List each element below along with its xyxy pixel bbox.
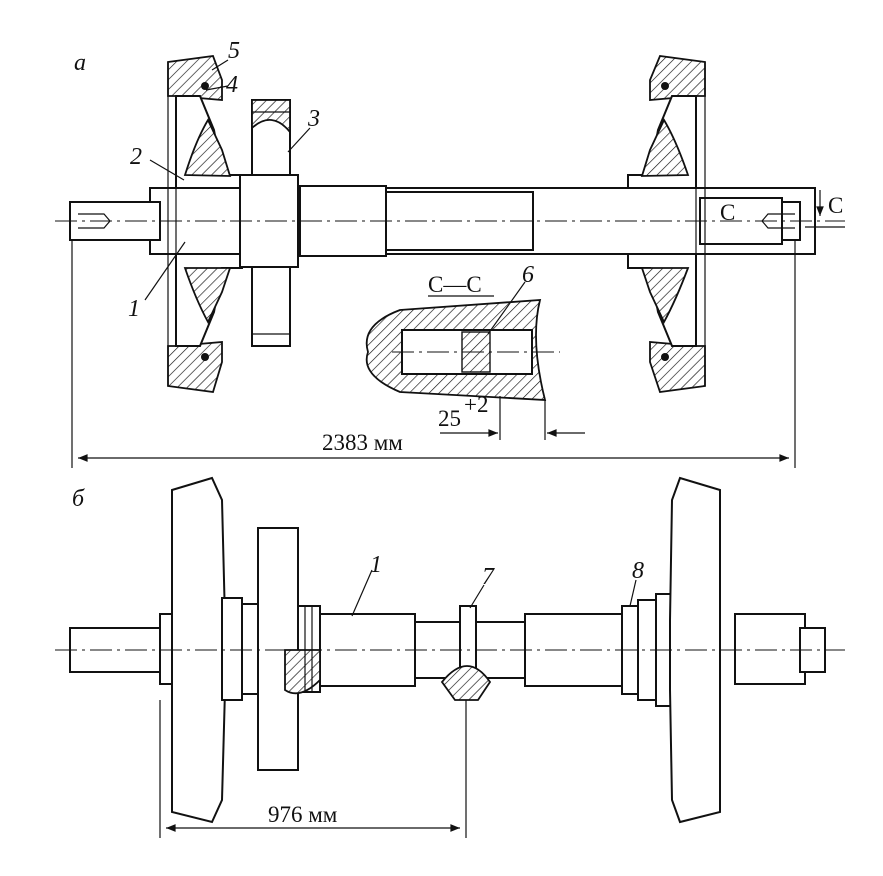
callout-6: 6 xyxy=(522,262,534,288)
section-dim-tolerance: +2 xyxy=(464,392,488,417)
section-cc xyxy=(365,299,585,440)
view-a-label: а xyxy=(74,50,86,76)
callout-1-b: 1 xyxy=(370,552,382,578)
overall-length-dim: 2383 мм xyxy=(322,430,403,455)
half-length-dim: 976 мм xyxy=(268,802,338,827)
callout-5: 5 xyxy=(228,38,240,64)
view-a xyxy=(55,55,845,468)
view-b-label: б xyxy=(72,486,85,512)
section-title: C—C xyxy=(428,272,482,297)
callout-7: 7 xyxy=(482,564,495,590)
right-wheel-a xyxy=(627,55,706,393)
callout-3: 3 xyxy=(307,106,320,132)
view-b xyxy=(55,476,845,838)
callout-1: 1 xyxy=(128,296,140,322)
section-mark-left: C xyxy=(720,200,735,225)
callout-8: 8 xyxy=(632,558,644,584)
callout-4: 4 xyxy=(226,72,238,98)
section-mark-right: C xyxy=(828,193,843,218)
gear-wheel-a xyxy=(239,99,299,347)
section-dim-value: 25 xyxy=(438,406,461,431)
callout-2: 2 xyxy=(130,144,142,170)
gear-wheel-b xyxy=(257,527,299,771)
